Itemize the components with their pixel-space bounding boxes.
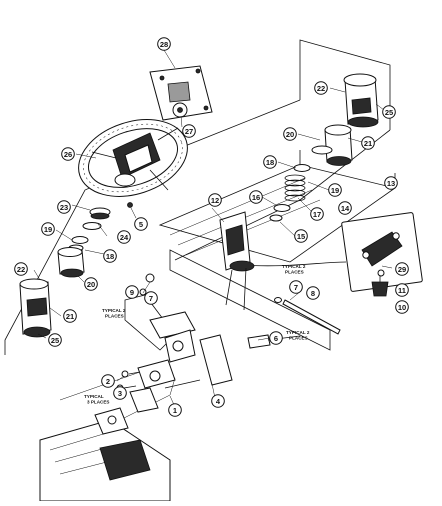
callout-24: 24 bbox=[117, 230, 131, 244]
steering-gear-base bbox=[39, 407, 171, 502]
callout-label: 15 bbox=[297, 232, 305, 241]
note-line-2: PLACES bbox=[105, 314, 124, 319]
callout-26: 26 bbox=[61, 147, 75, 161]
callout-layer: 2827265222521201819171615141312232419182… bbox=[14, 37, 409, 417]
callout-label: 7 bbox=[149, 294, 153, 303]
callout-20: 20 bbox=[283, 127, 297, 141]
callout-label: 8 bbox=[311, 289, 315, 298]
callout-label: 4 bbox=[216, 397, 221, 406]
note-line-2: PLACES bbox=[285, 270, 304, 275]
callout-23: 23 bbox=[57, 200, 71, 214]
note-line-2: PLACES bbox=[289, 336, 308, 341]
callout-11: 11 bbox=[395, 283, 409, 297]
callout-27: 27 bbox=[182, 124, 196, 138]
upper-column-assembly bbox=[269, 73, 379, 222]
callout-16: 16 bbox=[249, 190, 263, 204]
callout-label: 27 bbox=[185, 127, 193, 136]
callout-label: 7 bbox=[294, 283, 298, 292]
steering-wheel bbox=[78, 119, 188, 197]
callout-label: 26 bbox=[64, 150, 72, 159]
callout-label: 2 bbox=[106, 377, 110, 386]
note-line-1: TYPICAL 2 bbox=[102, 308, 126, 313]
detail-inset-box bbox=[239, 212, 423, 297]
callout-15: 15 bbox=[294, 229, 308, 243]
callout-label: 23 bbox=[60, 203, 68, 212]
callout-18: 18 bbox=[103, 249, 117, 263]
callout-label: 19 bbox=[44, 225, 52, 234]
callout-label: 13 bbox=[387, 179, 395, 188]
callout-22: 22 bbox=[14, 262, 28, 276]
callout-label: 24 bbox=[120, 233, 129, 242]
callout-label: 16 bbox=[252, 193, 260, 202]
note-line-1: TYPICAL 2 bbox=[286, 330, 310, 335]
callout-label: 6 bbox=[274, 334, 278, 343]
callout-label: 10 bbox=[398, 303, 406, 312]
callout-8: 8 bbox=[306, 286, 320, 300]
callout-label: 9 bbox=[130, 288, 134, 297]
steering-wheel-cover bbox=[149, 65, 213, 121]
callout-label: 3 bbox=[118, 389, 122, 398]
callout-17: 17 bbox=[310, 207, 324, 221]
callout-22: 22 bbox=[314, 81, 328, 95]
note-line-1: TYPICAL bbox=[84, 394, 104, 399]
callout-label: 14 bbox=[341, 204, 350, 213]
callout-1: 1 bbox=[168, 403, 182, 417]
callout-label: 18 bbox=[106, 252, 114, 261]
callout-label: 5 bbox=[139, 220, 143, 229]
callout-3: 3 bbox=[113, 386, 127, 400]
callout-4: 4 bbox=[211, 394, 225, 408]
callout-label: 29 bbox=[398, 265, 406, 274]
note-line-1: TYPICAL 2 bbox=[282, 264, 306, 269]
callout-21: 21 bbox=[63, 309, 77, 323]
callout-5: 5 bbox=[134, 217, 148, 231]
callout-label: 25 bbox=[385, 108, 393, 117]
callout-label: 22 bbox=[317, 84, 325, 93]
spring bbox=[284, 174, 306, 202]
callout-6: 6 bbox=[269, 331, 283, 345]
callout-label: 11 bbox=[398, 286, 406, 295]
callout-13: 13 bbox=[384, 176, 398, 190]
universal-joint-assembly bbox=[116, 311, 233, 413]
callout-7: 7 bbox=[144, 291, 158, 305]
callout-19: 19 bbox=[41, 222, 55, 236]
callout-21: 21 bbox=[361, 136, 375, 150]
callout-label: 20 bbox=[286, 130, 294, 139]
callout-20: 20 bbox=[84, 277, 98, 291]
callout-label: 21 bbox=[66, 312, 74, 321]
callout-19: 19 bbox=[328, 183, 342, 197]
note-line-2: 3 PLACES bbox=[87, 400, 109, 405]
callout-7: 7 bbox=[289, 280, 303, 294]
callout-label: 1 bbox=[173, 406, 177, 415]
callout-2: 2 bbox=[101, 374, 115, 388]
lower-column-assembly bbox=[19, 207, 111, 338]
callout-14: 14 bbox=[338, 201, 352, 215]
callout-label: 21 bbox=[364, 139, 372, 148]
callout-28: 28 bbox=[157, 37, 171, 51]
callout-12: 12 bbox=[208, 193, 222, 207]
callout-label: 22 bbox=[17, 265, 25, 274]
callout-25: 25 bbox=[48, 333, 62, 347]
fasteners bbox=[127, 202, 341, 349]
callout-25: 25 bbox=[382, 105, 396, 119]
callout-label: 20 bbox=[87, 280, 95, 289]
callout-label: 28 bbox=[160, 40, 168, 49]
callout-9: 9 bbox=[125, 285, 139, 299]
callout-label: 17 bbox=[313, 210, 321, 219]
callout-label: 12 bbox=[211, 196, 219, 205]
callout-label: 19 bbox=[331, 186, 339, 195]
callout-29: 29 bbox=[395, 262, 409, 276]
callout-label: 25 bbox=[51, 336, 59, 345]
column-bracket bbox=[219, 211, 255, 311]
callout-10: 10 bbox=[395, 300, 409, 314]
callout-18: 18 bbox=[263, 155, 277, 169]
callout-label: 18 bbox=[266, 158, 274, 167]
